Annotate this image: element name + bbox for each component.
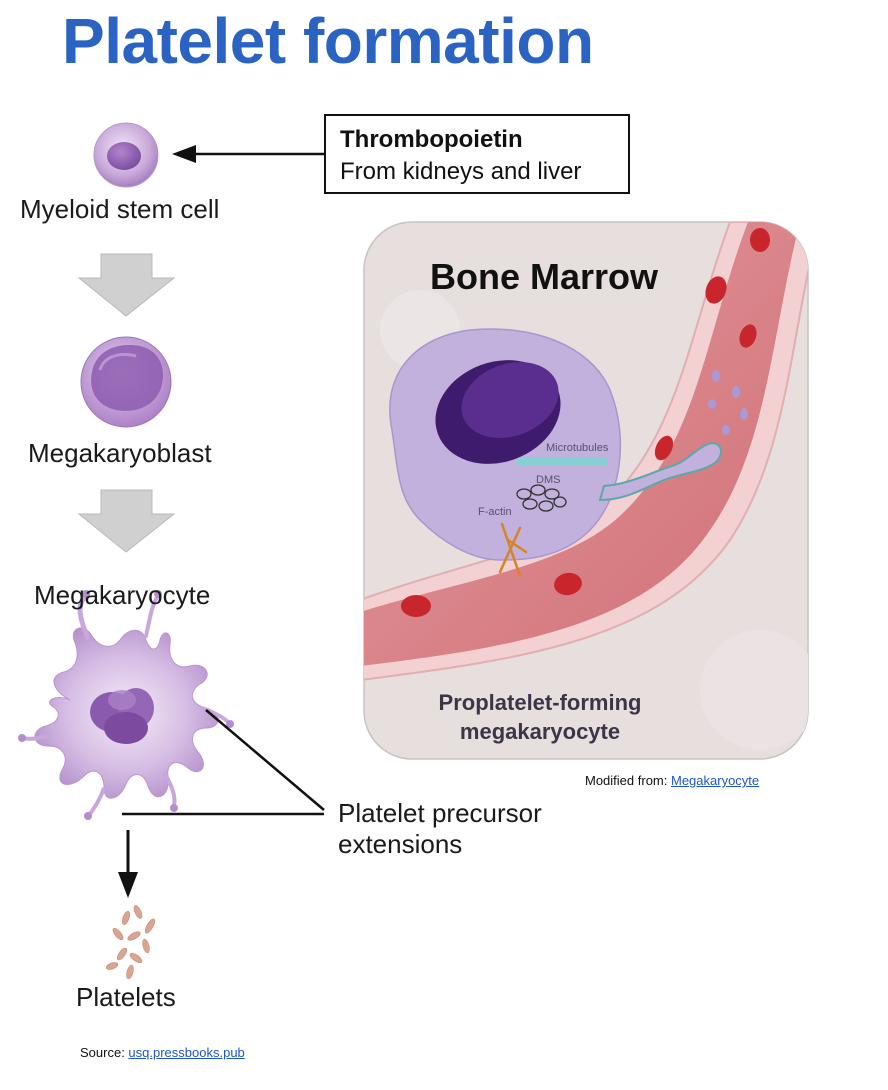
modified-from-prefix: Modified from:	[585, 773, 671, 788]
gray-down-arrow-1	[79, 254, 174, 316]
source-prefix: Source:	[80, 1045, 128, 1060]
platelets-illustration	[105, 904, 156, 979]
bone-marrow-title: Bone Marrow	[430, 256, 658, 298]
label-myeloid-stem-cell: Myeloid stem cell	[20, 194, 219, 225]
myeloid-stem-cell-illustration	[94, 123, 158, 187]
megakaryoblast-illustration	[81, 337, 171, 427]
source-link[interactable]: usq.pressbooks.pub	[128, 1045, 244, 1060]
label-platelet-precursor-extensions: Platelet precursor extensions	[338, 798, 542, 860]
megakaryocyte-link[interactable]: Megakaryocyte	[671, 773, 759, 788]
thrombopoietin-arrow	[172, 145, 324, 163]
thrombopoietin-subtitle: From kidneys and liver	[340, 158, 581, 186]
label-microtubules: Microtubules	[546, 442, 608, 454]
black-down-arrow	[118, 830, 138, 898]
label-platelets: Platelets	[76, 982, 176, 1013]
bone-marrow-panel	[360, 222, 820, 759]
proplatelet-caption: Proplatelet-forming megakaryocyte	[390, 688, 690, 746]
modified-from-credit: Modified from: Megakaryocyte	[585, 773, 759, 788]
gray-down-arrow-2	[79, 490, 174, 552]
megakaryocyte-illustration	[18, 590, 234, 820]
extensions-line-1: Platelet precursor	[338, 798, 542, 829]
label-megakaryoblast: Megakaryoblast	[28, 438, 212, 469]
extensions-line-2: extensions	[338, 829, 542, 860]
thrombopoietin-box: Thrombopoietin From kidneys and liver	[324, 114, 630, 194]
thrombopoietin-title: Thrombopoietin	[340, 126, 523, 154]
label-dms: DMS	[536, 474, 560, 486]
source-credit: Source: usq.pressbooks.pub	[80, 1045, 245, 1060]
label-f-actin: F-actin	[478, 506, 512, 518]
label-megakaryocyte: Megakaryocyte	[34, 580, 210, 611]
